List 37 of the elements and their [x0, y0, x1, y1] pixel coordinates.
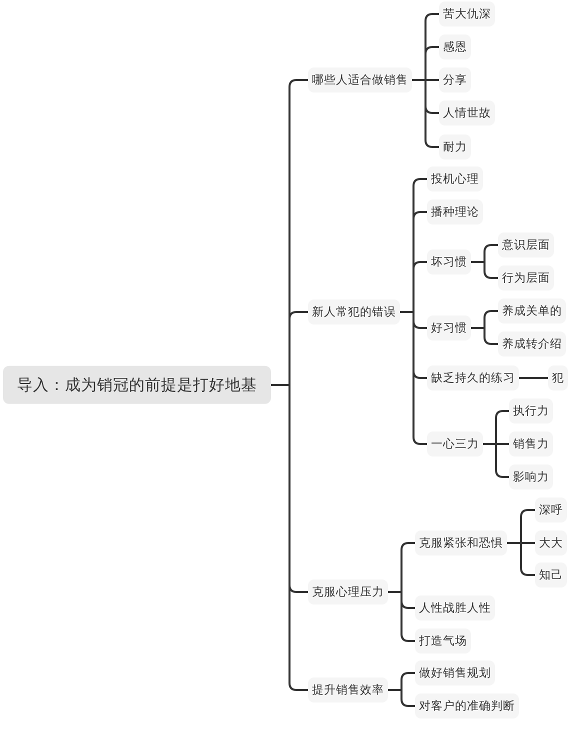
topic-box: 克服紧张和恐惧 [415, 530, 507, 556]
topic-box: 人性战胜人性 [415, 596, 495, 620]
topic-box: 大大 [535, 530, 567, 556]
topic-box: 深呼 [535, 498, 567, 522]
topic-box: 耐力 [439, 134, 471, 160]
topic-box: 分享 [439, 68, 471, 92]
topic-box: 新人常犯的错误 [308, 300, 400, 324]
topic-box: 打造气场 [415, 628, 471, 654]
topic-box: 意识层面 [498, 232, 554, 258]
branch-line [271, 384, 308, 691]
topic-box: 知己 [535, 562, 567, 588]
topic-box: 缺乏持久的练习 [427, 366, 519, 390]
topic-box: 养成关单的 [498, 298, 566, 324]
topic-box: 销售力 [509, 432, 553, 456]
central-topic: 导入：成为销冠的前提是打好地基 [3, 366, 271, 404]
branch-line [471, 327, 498, 345]
topic-box: 好习惯 [427, 316, 471, 340]
topic-box: 一心三力 [427, 432, 483, 456]
topic-box: 行为层面 [498, 266, 554, 290]
branch-line [519, 377, 548, 379]
topic-box: 投机心理 [427, 166, 483, 192]
topic-box: 影响力 [509, 464, 553, 490]
topic-box: 播种理论 [427, 200, 483, 224]
topic-box: 坏习惯 [427, 250, 471, 274]
topic-box: 克服心理压力 [308, 580, 388, 604]
topic-box: 养成转介绍 [498, 332, 566, 356]
topic-box: 对客户的准确判断 [415, 694, 519, 718]
topic-box: 做好销售规划 [415, 660, 495, 686]
topic-box: 人情世故 [439, 100, 495, 126]
topic-box: 哪些人适合做销售 [308, 68, 412, 92]
topic-box: 感恩 [439, 34, 471, 60]
topic-box: 苦大仇深 [439, 2, 495, 26]
branch-line [471, 261, 498, 279]
topic-box: 执行力 [509, 398, 553, 424]
topic-box: 犯 [548, 366, 568, 390]
branch-line [388, 689, 415, 707]
topic-box: 提升销售效率 [308, 678, 388, 702]
